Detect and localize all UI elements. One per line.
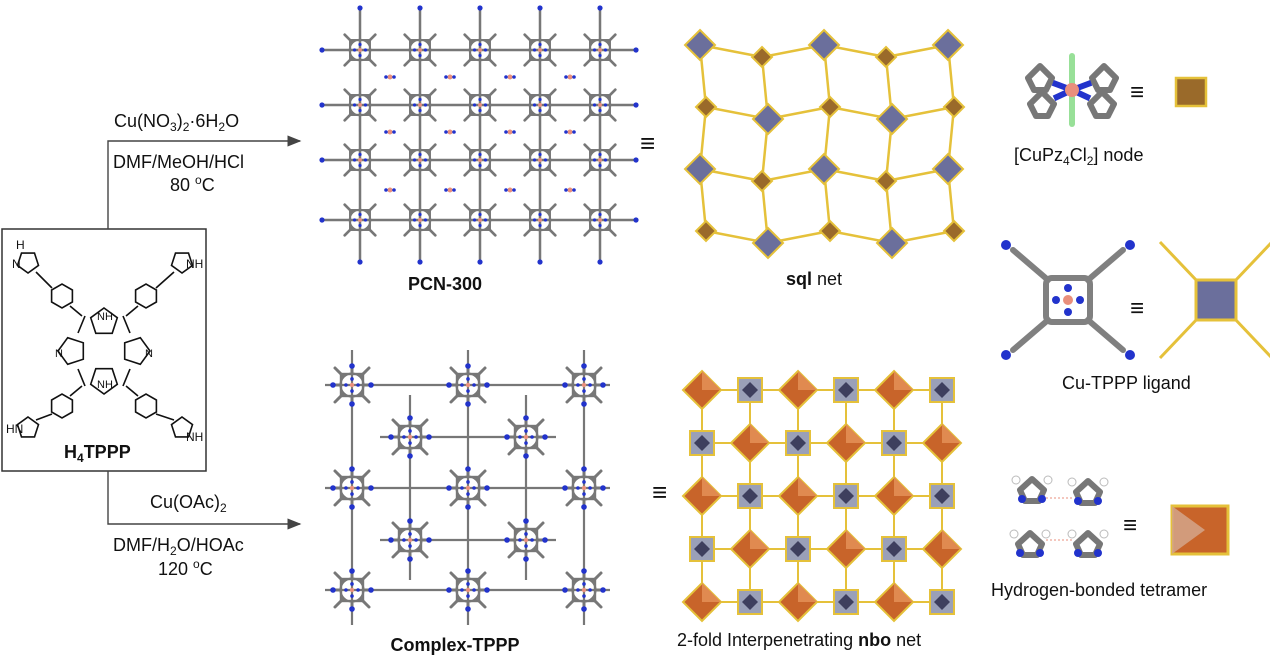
porphyrin-unit bbox=[583, 143, 617, 177]
ligand-nh-label-br: NH bbox=[186, 430, 204, 444]
porphyrin-unit bbox=[343, 33, 377, 67]
ligand-nh-core-bottom: NH bbox=[97, 379, 113, 391]
porphyrin-unit bbox=[343, 88, 377, 122]
bottom-solvent: DMF/H2O/HOAc bbox=[113, 535, 244, 558]
nbo-net-topology bbox=[681, 369, 963, 623]
sql-net-label: sql net bbox=[786, 269, 843, 289]
porphyrin-unit bbox=[343, 143, 377, 177]
porphyrin-unit bbox=[463, 143, 497, 177]
porphyrin-unit bbox=[583, 88, 617, 122]
porphyrin-unit bbox=[446, 568, 490, 612]
h4tppp-structure-drawing bbox=[16, 252, 194, 438]
ligand-n-core-left: N bbox=[55, 348, 63, 360]
ligand-h-label-tl: H bbox=[16, 238, 25, 252]
porphyrin-unit bbox=[562, 568, 606, 612]
tetramer-legend-label: Hydrogen-bonded tetramer bbox=[991, 580, 1208, 600]
nbo-net-label: 2-fold Interpenetrating nbo net bbox=[677, 630, 922, 650]
bottom-reaction-arrow bbox=[107, 471, 302, 530]
top-solvent: DMF/MeOH/HCl bbox=[113, 152, 244, 172]
porphyrin-unit bbox=[523, 33, 557, 67]
porphyrin-unit bbox=[504, 518, 548, 562]
top-temperature: 80 oC bbox=[170, 173, 215, 195]
ligand-n-core-right: N bbox=[145, 348, 153, 360]
cu-tppp-ligand-model bbox=[1001, 240, 1135, 360]
porphyrin-unit bbox=[583, 203, 617, 237]
ligand-n-label-tl: N bbox=[12, 257, 21, 271]
porphyrin-unit bbox=[330, 363, 374, 407]
porphyrin-unit bbox=[523, 143, 557, 177]
ligand-box bbox=[1, 228, 207, 472]
ligand-symbol bbox=[1158, 240, 1270, 360]
porphyrin-unit bbox=[330, 568, 374, 612]
complex-tppp-structure bbox=[325, 350, 610, 625]
porphyrin-unit bbox=[446, 466, 490, 510]
bottom-reagent: Cu(OAc)2 bbox=[150, 492, 227, 515]
complex-tppp-label: Complex-TPPP bbox=[390, 635, 520, 655]
porphyrin-unit bbox=[403, 88, 437, 122]
node-symbol-square bbox=[1174, 76, 1208, 108]
porphyrin-unit bbox=[463, 33, 497, 67]
porphyrin-unit bbox=[388, 518, 432, 562]
porphyrin-unit bbox=[562, 466, 606, 510]
hydrogen-bonded-tetramer-model bbox=[1009, 475, 1109, 558]
porphyrin-unit bbox=[446, 363, 490, 407]
sql-net-topology bbox=[683, 28, 966, 260]
porphyrin-unit bbox=[343, 203, 377, 237]
equiv-symbol-tetramer: ≡ bbox=[1123, 512, 1138, 539]
equiv-symbol-ligand: ≡ bbox=[1130, 295, 1145, 322]
ligand-legend-label: Cu-TPPP ligand bbox=[1062, 373, 1191, 393]
top-reagent: Cu(NO3)2·6H2O bbox=[114, 111, 240, 134]
porphyrin-unit bbox=[523, 88, 557, 122]
pcn-300-structure bbox=[319, 5, 639, 265]
pcn-300-label: PCN-300 bbox=[407, 274, 483, 294]
cupz4cl2-node-model bbox=[1025, 53, 1119, 127]
node-legend-label: [CuPz4Cl2] node bbox=[1014, 145, 1144, 168]
porphyrin-unit bbox=[388, 415, 432, 459]
porphyrin-unit bbox=[403, 33, 437, 67]
porphyrin-unit bbox=[463, 88, 497, 122]
equiv-symbol-node: ≡ bbox=[1130, 79, 1145, 106]
equiv-symbol-bottom: ≡ bbox=[652, 477, 668, 507]
ligand-hn-label-bl: HN bbox=[6, 422, 24, 436]
porphyrin-unit bbox=[403, 143, 437, 177]
porphyrin-unit bbox=[583, 33, 617, 67]
ligand-nh-label-tr: NH bbox=[186, 257, 204, 271]
porphyrin-unit bbox=[403, 203, 437, 237]
porphyrin-unit bbox=[504, 415, 548, 459]
bottom-temperature: 120 oC bbox=[158, 557, 213, 579]
porphyrin-unit bbox=[562, 363, 606, 407]
equiv-symbol-top: ≡ bbox=[640, 128, 656, 158]
porphyrin-unit bbox=[330, 466, 374, 510]
ligand-nh-core-top: NH bbox=[97, 311, 113, 323]
h4tppp-label: H4TPPP bbox=[64, 442, 131, 465]
porphyrin-unit bbox=[463, 203, 497, 237]
porphyrin-unit bbox=[523, 203, 557, 237]
top-reaction-arrow bbox=[107, 135, 302, 229]
tetramer-symbol bbox=[1170, 504, 1230, 556]
